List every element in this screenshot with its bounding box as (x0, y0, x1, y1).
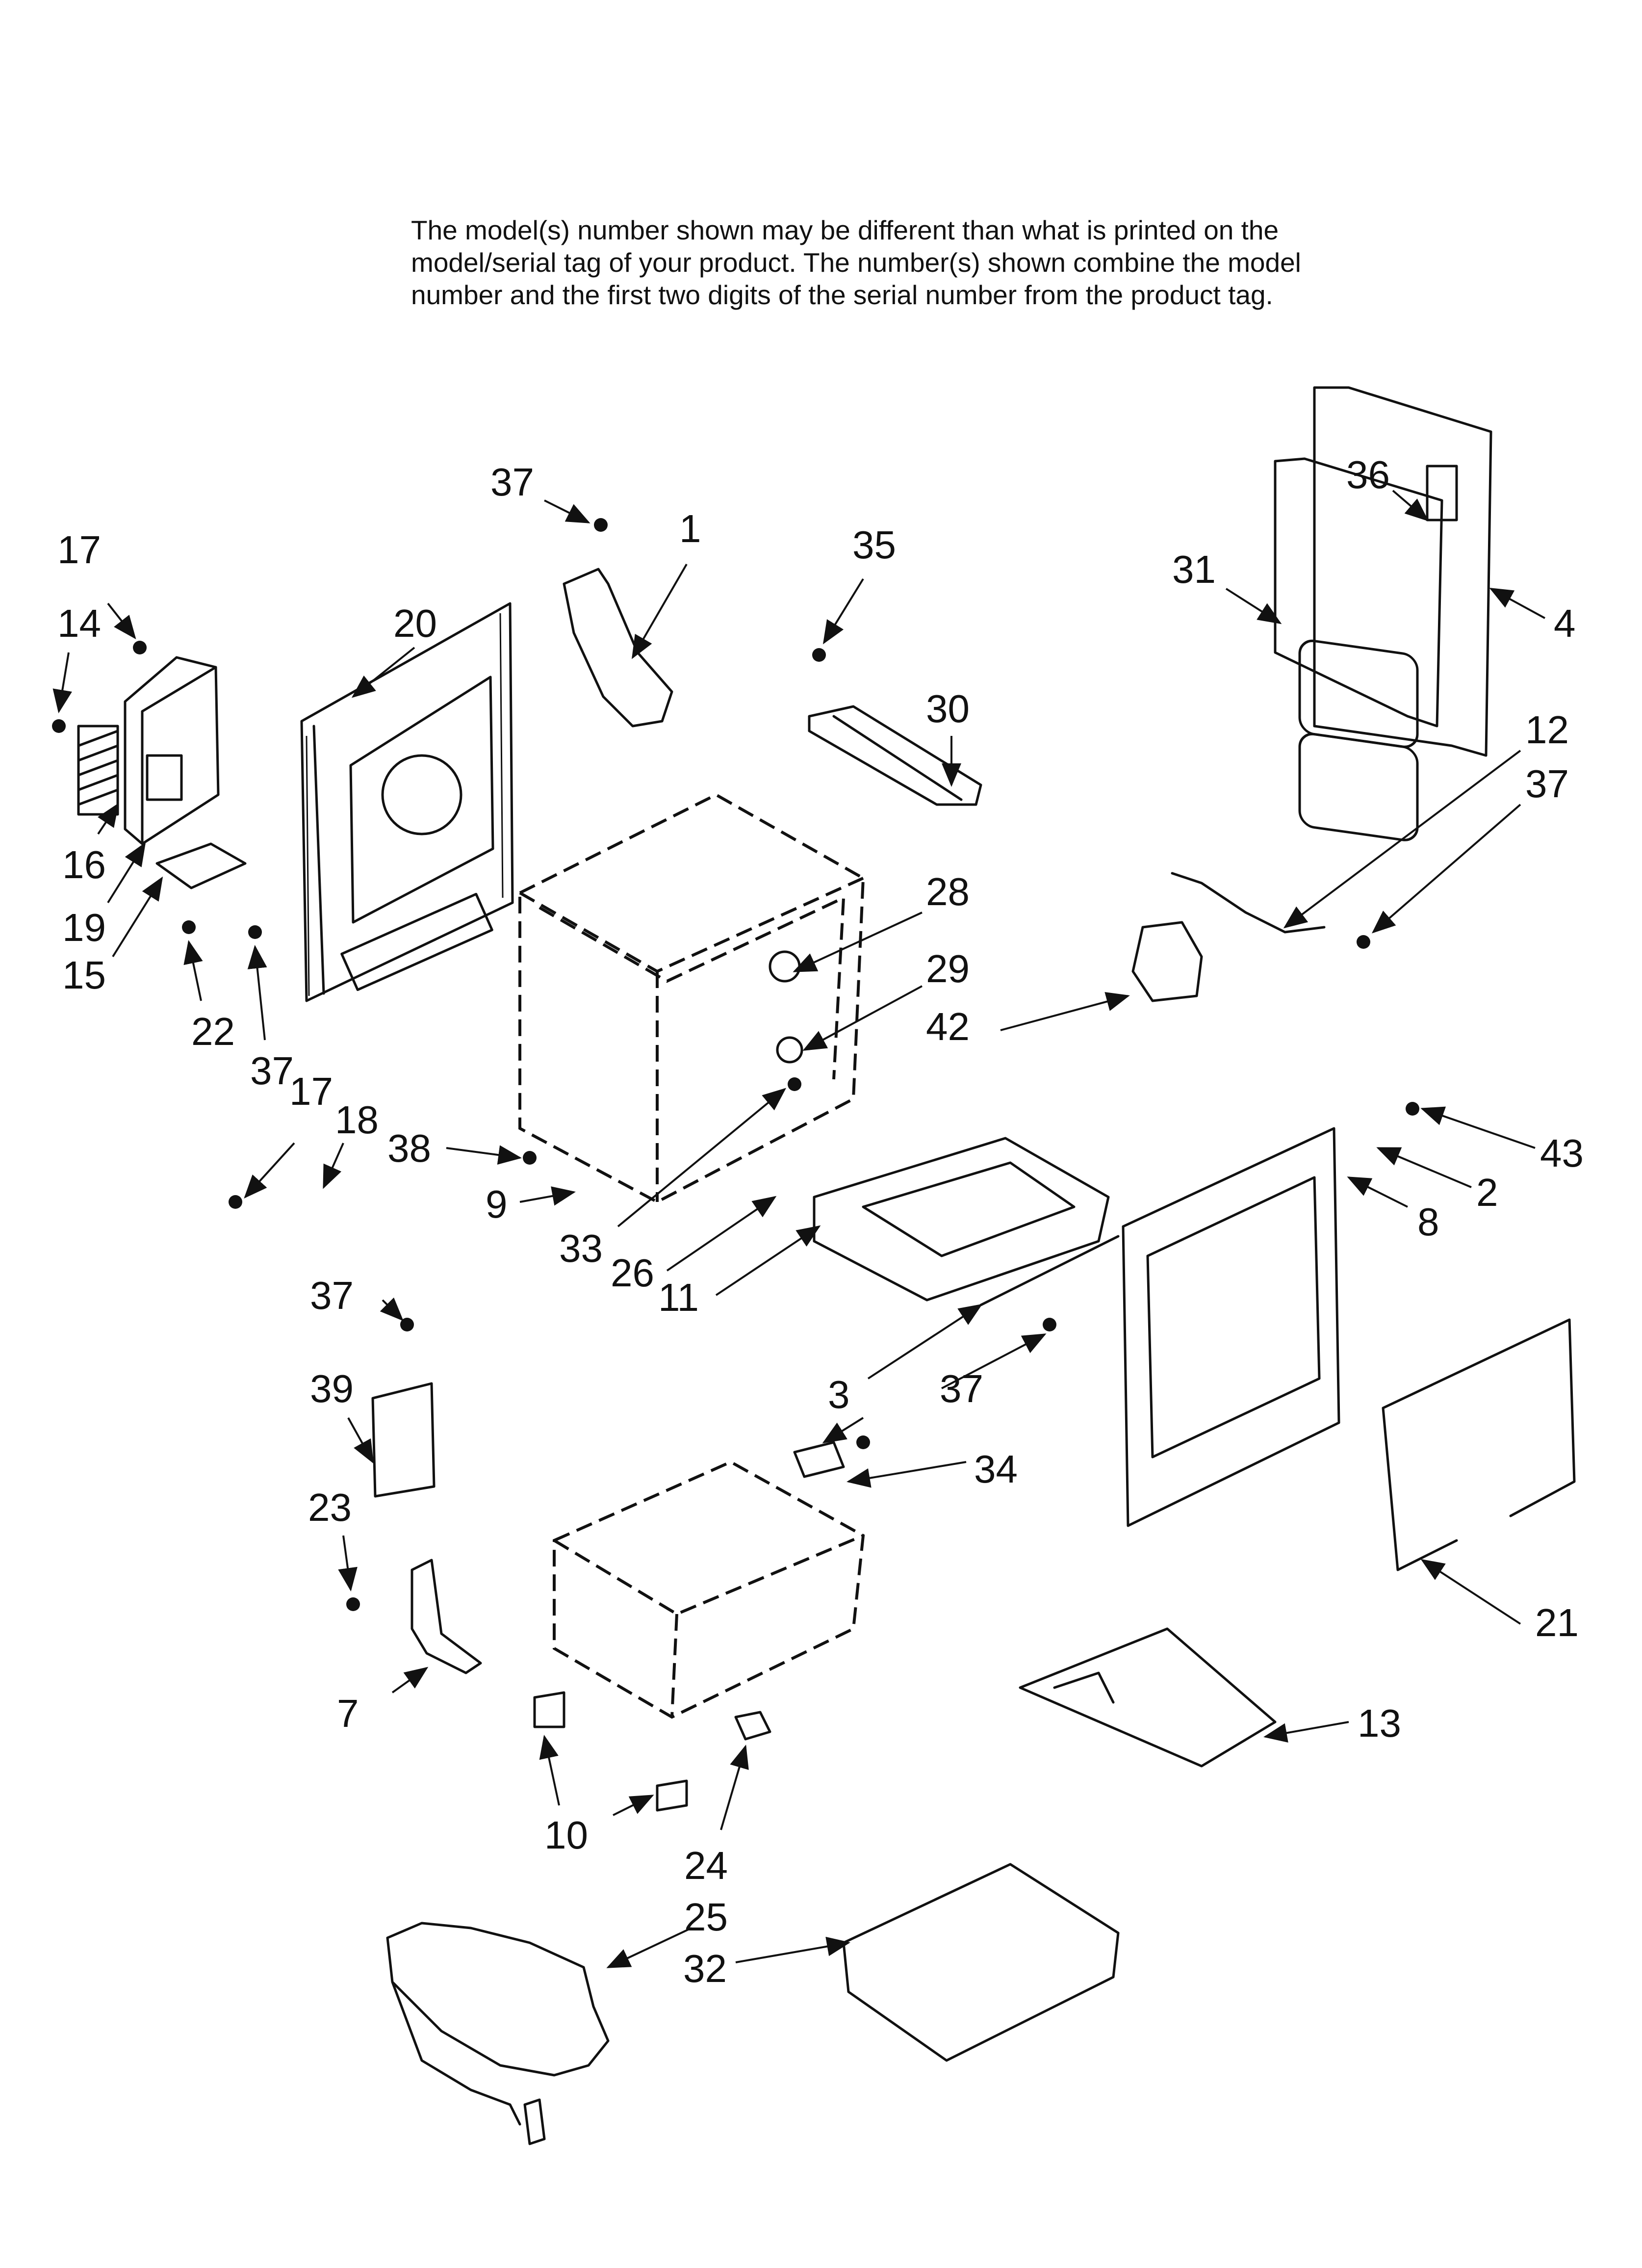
callout-25: 25 (684, 1895, 728, 1939)
callout-33: 33 (559, 1226, 603, 1270)
callout-28: 28 (926, 870, 970, 913)
callout-7: 7 (337, 1692, 359, 1735)
callout-11: 11 (658, 1276, 699, 1319)
callout-23: 23 (308, 1486, 352, 1529)
callout-37-right: 37 (1525, 762, 1569, 806)
power-cord-part-25 (386, 1922, 610, 2126)
callout-34: 34 (974, 1447, 1018, 1491)
callout-31: 31 (1172, 547, 1216, 591)
clip-part-24 (734, 1711, 771, 1741)
callout-13: 13 (1358, 1701, 1401, 1745)
light-part-29 (776, 1036, 803, 1064)
model-number-notice: The model(s) number shown may be differe… (411, 214, 1392, 311)
callout-4: 4 (1554, 601, 1576, 645)
callout-43: 43 (1540, 1131, 1584, 1175)
callout-35: 35 (852, 523, 896, 567)
callout-14: 14 (57, 601, 101, 645)
notice-line-1: The model(s) number shown may be differe… (411, 215, 1279, 245)
callout-29: 29 (926, 947, 970, 991)
callout-37-left: 37 (250, 1049, 294, 1093)
callout-32: 32 (683, 1947, 727, 1990)
terminal-block-cover-part-16 (77, 656, 220, 845)
vent-part-1 (563, 568, 673, 728)
lower-chassis (553, 1460, 865, 1719)
callout-17-mid: 17 (289, 1069, 333, 1113)
callout-18: 18 (335, 1098, 379, 1142)
leg-bracket-part-7 (410, 1559, 482, 1674)
side-panel-part-4 (1298, 386, 1492, 841)
label-part-36 (1426, 465, 1458, 521)
notice-line-3: number and the first two digits of the s… (411, 280, 1273, 310)
callout-17-top: 17 (57, 528, 101, 572)
bracket-part-30 (808, 705, 982, 806)
foot-part-10b (656, 1779, 688, 1812)
callout-37-39: 37 (310, 1274, 354, 1317)
oven-cavity (518, 793, 865, 1204)
callout-1: 1 (679, 507, 701, 550)
callout-15: 15 (62, 953, 106, 997)
base-plate-part-32 (842, 1863, 1120, 2062)
sensor-wire-part-12 (1171, 872, 1326, 934)
callout-12: 12 (1525, 708, 1569, 752)
callout-labels: 37 1 35 17 14 20 36 31 4 30 12 37 28 16 … (57, 453, 1584, 1990)
shield-part-42 (1131, 921, 1203, 1002)
callout-2: 2 (1476, 1171, 1498, 1214)
callout-42: 42 (926, 1005, 970, 1048)
callout-30: 30 (926, 687, 970, 730)
callout-16: 16 (62, 843, 106, 886)
callout-39: 39 (310, 1367, 354, 1410)
bracket-part-39 (371, 1382, 436, 1498)
leader-lines (52, 490, 1545, 1968)
callout-8: 8 (1417, 1200, 1439, 1244)
side-panel-part-31 (1274, 457, 1443, 728)
sensor-part-28 (769, 950, 801, 983)
callout-20: 20 (393, 601, 437, 645)
screws (52, 518, 1419, 1611)
notice-line-2: model/serial tag of your product. The nu… (411, 247, 1301, 278)
foot-part-10 (533, 1691, 565, 1728)
callout-37-34: 37 (940, 1367, 983, 1410)
callout-36: 36 (1346, 453, 1390, 496)
plate-part-19 (155, 842, 247, 889)
plug-part-25 (523, 2098, 546, 2145)
door-frame-part-8 (1122, 1127, 1340, 1527)
callout-38: 38 (387, 1126, 431, 1170)
rear-panel-part-20 (300, 602, 514, 1002)
callout-21: 21 (1535, 1601, 1579, 1644)
callout-19: 19 (62, 906, 106, 949)
callout-10: 10 (544, 1813, 588, 1857)
callout-24: 24 (684, 1844, 728, 1887)
callout-3: 3 (828, 1373, 850, 1416)
bottom-panel-part-13 (1019, 1627, 1277, 1768)
drawer-part-11 (813, 1137, 1110, 1302)
rail-part-3 (979, 1235, 1120, 1306)
callout-22: 22 (191, 1010, 235, 1053)
gasket-part-21 (1382, 1318, 1576, 1571)
callout-37-top: 37 (490, 460, 534, 504)
clip-part-34 (793, 1441, 845, 1478)
callout-26: 26 (611, 1251, 654, 1295)
callout-9: 9 (486, 1182, 508, 1226)
